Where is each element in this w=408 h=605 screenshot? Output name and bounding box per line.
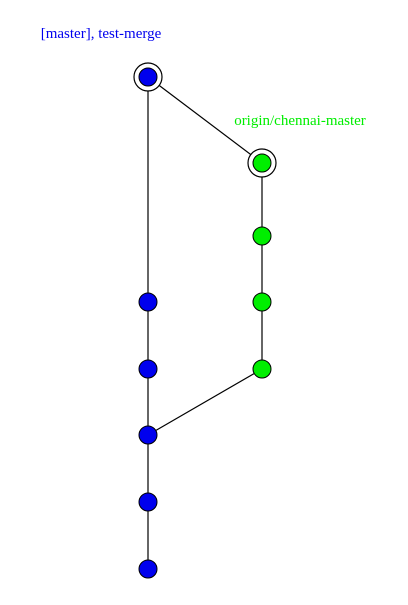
chennai-commit-node[interactable] [252,292,272,312]
edge-m1-c1 [147,76,263,164]
master-commit-node[interactable] [138,292,158,312]
master-commit-node[interactable] [138,559,158,579]
commit-edges [147,76,263,569]
master-commit-node[interactable] [138,359,158,379]
master-commit-node[interactable] [138,492,158,512]
master-commit-node[interactable] [138,67,158,87]
chennai-commit-node[interactable] [252,359,272,379]
chennai-commit-node[interactable] [252,153,272,173]
chennai-commit-node[interactable] [252,226,272,246]
chennai-ref-label: origin/chennai-master [234,113,366,129]
master-ref-label: [master], test-merge [41,26,162,42]
commit-nodes [133,62,277,579]
master-commit-node[interactable] [138,425,158,445]
edge-c4-m4 [147,368,263,436]
